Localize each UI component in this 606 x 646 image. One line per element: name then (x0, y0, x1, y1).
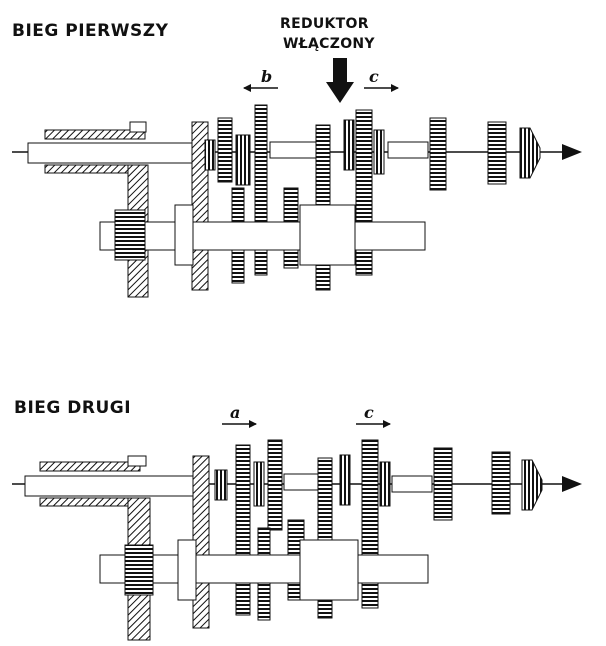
top-title: BIEG PIERWSZY (12, 21, 169, 41)
wlaczony-label: WŁĄCZONY (283, 36, 375, 52)
arrow-b-label: b (261, 67, 272, 86)
main-shaft-mid-2 (283, 473, 319, 491)
layshaft-drive-gear-2 (124, 544, 154, 596)
sync-sleeve-c2 (339, 454, 351, 506)
output-shaft-2 (391, 475, 433, 493)
sync-hub-1b (253, 461, 265, 507)
sync-sleeve-a (214, 469, 228, 501)
input-shaft-lower (44, 164, 141, 174)
main-gear-1b (235, 444, 251, 616)
input-shaft-lower-2 (39, 497, 136, 507)
bevel-pinion (519, 127, 541, 179)
layshaft-drive-gear (114, 209, 146, 261)
main-gear-1 (217, 117, 233, 183)
reduktor-down-arrow (326, 58, 354, 103)
bottom-title: BIEG DRUGI (14, 398, 131, 418)
main-gear-2b (267, 439, 283, 531)
shift-arrow-c-top: c (364, 67, 399, 92)
reduktor-label: REDUKTOR (280, 16, 369, 32)
input-shaft-core-2 (24, 475, 196, 497)
layshaft-block-3 (177, 539, 197, 601)
layshaft (99, 221, 426, 251)
input-shaft-upper-2 (39, 461, 141, 472)
output-gear-2b (491, 451, 511, 515)
shift-arrow-b: b (243, 67, 278, 92)
shift-arrow-a: a (222, 403, 257, 428)
sync-sleeve-c (343, 119, 355, 171)
layshaft-block (174, 204, 194, 266)
output-arrow (562, 144, 582, 160)
sync-hub-2b (379, 461, 391, 507)
output-gear-1 (429, 117, 447, 191)
sync-sleeve-b (235, 134, 251, 186)
input-shaft-core (27, 142, 194, 164)
output-shaft (387, 141, 429, 159)
top-panel: BIEG PIERWSZY REDUKTOR WŁĄCZONY b c (12, 16, 582, 298)
layshaft-2 (99, 554, 429, 584)
sync-hub-2 (373, 129, 385, 175)
arrow-c-bottom-label: c (364, 403, 374, 422)
arrow-c-top-label: c (369, 67, 379, 86)
shift-arrow-c-bottom: c (356, 403, 391, 428)
bevel-pinion-2 (521, 459, 543, 511)
output-gear-1b (433, 447, 453, 521)
input-shaft-collar (129, 121, 147, 133)
main-shaft-mid (269, 141, 317, 159)
input-shaft-collar-2 (127, 455, 147, 467)
input-shaft-upper (44, 129, 146, 140)
arrow-a-label: a (230, 403, 240, 422)
layshaft-block-4 (299, 539, 359, 601)
output-arrow-2 (562, 476, 582, 492)
output-gear-2 (487, 121, 507, 185)
bottom-panel: BIEG DRUGI a c (12, 398, 582, 641)
sync-hub-1 (204, 139, 216, 171)
layshaft-block-2 (299, 204, 356, 266)
